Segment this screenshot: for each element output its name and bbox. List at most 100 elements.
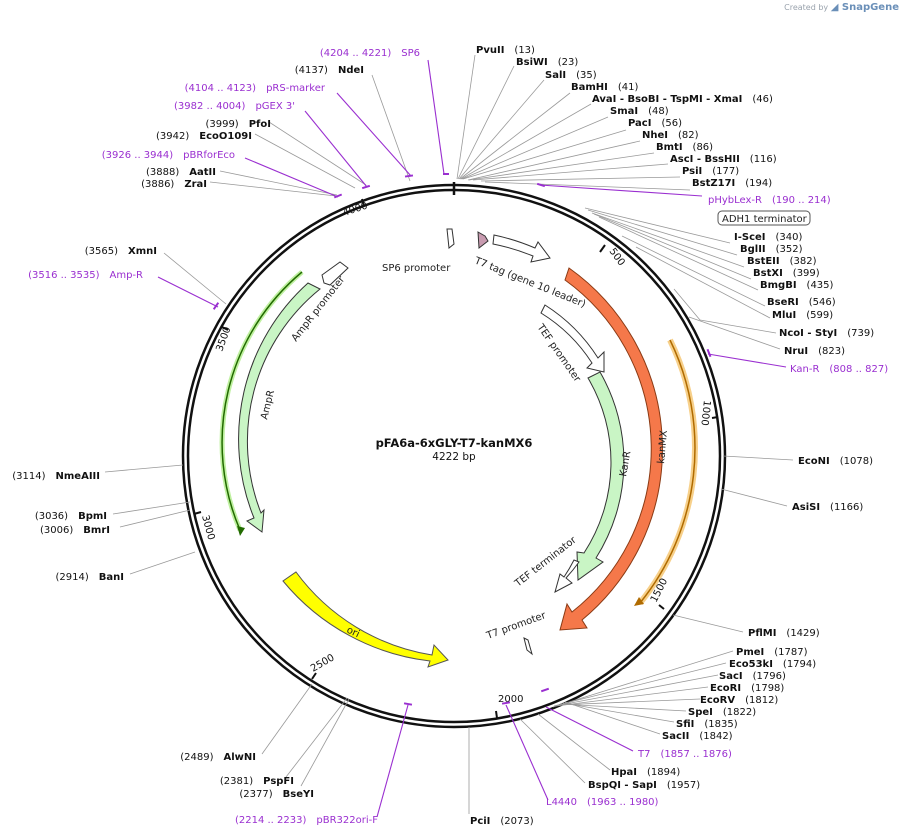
feature-t7-promoter-arrow[interactable] [523,637,533,656]
site-smai[interactable]: SmaI(48) [610,106,669,117]
tick-label-2500: 2500 [309,652,337,674]
primer-leader-lines [157,59,787,818]
primer-prs-marker[interactable]: (4104 .. 4123)pRS-marker [185,83,326,94]
site-aatii[interactable]: (3888)AatII [146,167,216,178]
site-bspqi-sapi[interactable]: BspQI - SapI(1957) [588,780,700,791]
tick-label-4000: 4000 [342,201,370,219]
site-mlui[interactable]: MluI(599) [772,310,833,321]
tick-label-2000: 2000 [498,694,523,705]
primer-sp6[interactable]: (4204 .. 4221)SP6 [320,48,420,59]
feature-sp6-promoter-arrow[interactable] [446,228,455,249]
site-bani[interactable]: (2914)BanI [56,572,124,583]
site-pflmi[interactable]: PflMI(1429) [748,628,820,639]
amp-r-primer-arrowhead [237,526,245,536]
tick-label-1000: 1000 [698,400,712,426]
site-bglii[interactable]: BglII(352) [740,244,803,255]
site-zrai[interactable]: (3886)ZraI [141,179,207,190]
primer-l4440[interactable]: L4440(1963 .. 1980) [546,797,659,808]
site-leader-lines [104,54,794,814]
feature-tef-terminator-arrow[interactable] [554,559,580,593]
label-t7-promoter: T7 promoter [484,610,548,642]
site-ncoi-styi[interactable]: NcoI - StyI(739) [779,328,874,339]
site-econi[interactable]: EcoNI(1078) [798,456,873,467]
site-pmei[interactable]: PmeI(1787) [736,647,808,658]
primer-pbr322ori-f[interactable]: (2214 .. 2233)pBR322ori-F [235,815,378,826]
created-by-text: Created by [784,3,829,12]
site-ecori[interactable]: EcoRI(1798) [710,683,784,694]
site-nhei[interactable]: NheI(82) [642,130,699,141]
tick-3500 [221,326,229,331]
tick-label-3500: 3500 [214,325,233,353]
feature-ampr-promoter-arrow[interactable] [321,261,349,286]
site-alwni[interactable]: (2489)AlwNI [180,752,256,763]
site-ecoo109i[interactable]: (3942)EcoO109I [156,131,252,142]
tick-1000 [711,416,719,419]
site-sali[interactable]: SalI(35) [545,70,597,81]
feature-t7-tag-arrow[interactable] [477,231,489,249]
site-xmni[interactable]: (3565)XmnI [85,246,157,257]
label-kanmx: kanMX [656,430,670,465]
site-ndei[interactable]: (4137)NdeI [295,65,364,76]
site-paci[interactable]: PacI(56) [628,118,682,129]
tick-3000 [193,511,202,515]
site-bamhi[interactable]: BamHI(41) [571,82,639,93]
site-asci-bsshii[interactable]: AscI - BssHII(116) [670,154,777,165]
plasmid-size: 4222 bp [432,451,476,463]
primer-pgex3[interactable]: (3982 .. 4004)pGEX 3' [174,101,295,112]
site-pcii[interactable]: PciI(2073) [470,816,534,827]
label-ampr: AmpR [259,389,277,421]
site-pspfi[interactable]: (2381)PspFI [220,776,294,787]
site-nmeaiii[interactable]: (3114)NmeAIII [12,471,100,482]
feature-ori-arrow[interactable] [282,571,449,668]
snapgene-logo: ◢ [830,2,842,13]
site-pfoi[interactable]: (3999)PfoI [205,119,271,130]
amp-r-primer-arc [221,271,303,531]
site-ava-group[interactable]: AvaI - BsoBI - TspMI - XmaI(46) [592,94,773,105]
tick-500 [599,244,606,253]
label-adh1-terminator: ADH1 terminator [722,214,808,225]
site-bmgbi[interactable]: BmgBI(435) [760,280,834,291]
feature-kanr-arrow[interactable] [576,371,625,581]
snapgene-brand: SnapGene [841,2,899,13]
label-sp6-promoter: SP6 promoter [382,263,451,274]
site-hpai[interactable]: HpaI(1894) [611,767,680,778]
tick-4000 [361,198,365,207]
label-kanr: KanR [618,450,633,477]
primer-amp-r[interactable]: (3516 .. 3535)Amp-R [28,270,143,281]
tick-2000 [495,710,498,719]
snapgene-credit: Created by ◢ SnapGene [784,2,899,13]
feature-tef-promoter-arrow[interactable] [540,304,605,373]
feature-ampr-arrow[interactable] [238,282,321,533]
primer-site-marks [212,173,712,706]
tick-1500 [658,604,665,610]
kan-r-primer-arrowhead [634,597,644,606]
feature-adh1-arrow[interactable] [492,234,551,263]
site-asisi[interactable]: AsiSI(1166) [792,502,863,513]
site-bpmi[interactable]: (3036)BpmI [35,511,107,522]
site-spei[interactable]: SpeI(1822) [688,707,756,718]
site-psii[interactable]: PsiI(177) [682,166,739,177]
site-sfii[interactable]: SfiI(1835) [676,719,738,730]
site-pvuii[interactable]: PvuII(13) [476,45,535,56]
site-i-scei[interactable]: I-SceI(340) [734,232,803,243]
site-ecorv[interactable]: EcoRV(1812) [700,695,778,706]
site-sacii[interactable]: SacII(1842) [662,731,733,742]
feature-kanmx-arrow[interactable] [559,267,663,631]
site-nrui[interactable]: NruI(823) [784,346,845,357]
site-bseyi[interactable]: (2377)BseYI [239,789,314,800]
site-bmri[interactable]: (3006)BmrI [40,525,110,536]
site-bmti[interactable]: BmtI(86) [656,142,713,153]
site-bstxi[interactable]: BstXI(399) [753,268,820,279]
primer-t7[interactable]: T7(1857 .. 1876) [637,749,732,760]
site-bseri[interactable]: BseRI(546) [767,297,836,308]
site-eco53ki[interactable]: Eco53kI(1794) [729,659,816,670]
primer-phyblex-r[interactable]: pHybLex-R(190 .. 214) [708,195,831,206]
label-ori: ori [345,625,361,640]
site-saci[interactable]: SacI(1796) [719,671,786,682]
primer-kan-r[interactable]: Kan-R(808 .. 827) [790,364,888,375]
site-bsiwi[interactable]: BsiWI(23) [516,57,578,68]
primer-pbrforeco[interactable]: (3926 .. 3944)pBRforEco [102,150,235,161]
site-bsteii[interactable]: BstEII(382) [747,256,817,267]
site-bstz17i[interactable]: BstZ17I(194) [692,178,772,189]
